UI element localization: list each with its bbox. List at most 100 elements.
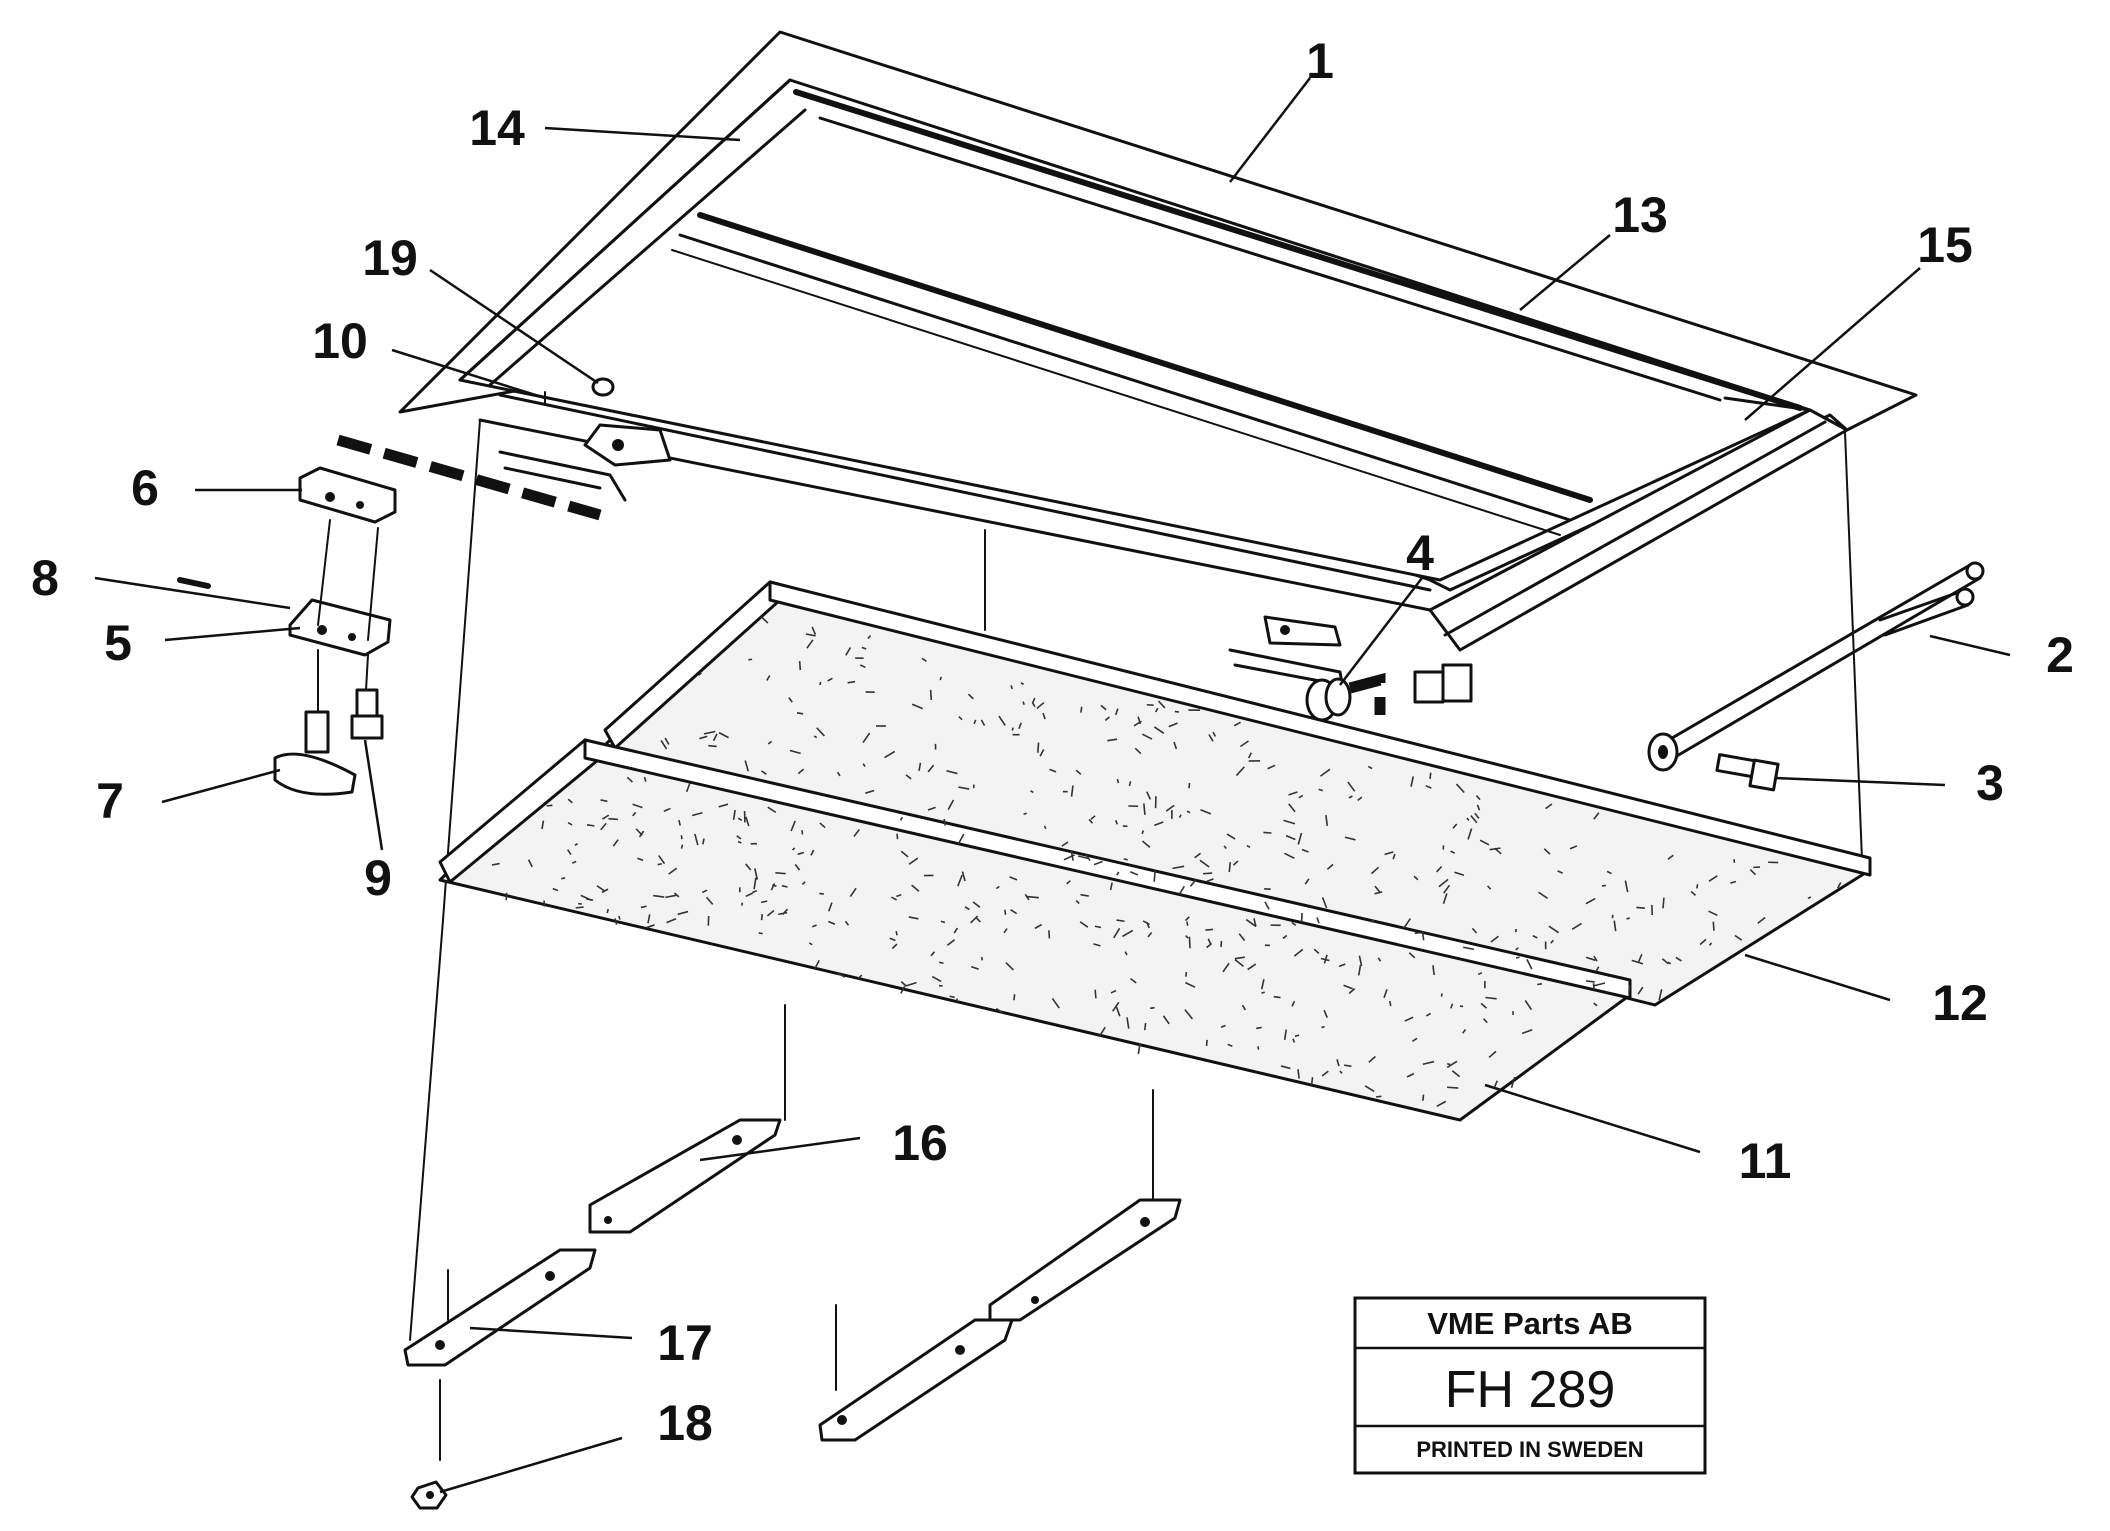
texture-fleck <box>666 918 677 924</box>
texture-fleck <box>1538 891 1549 900</box>
texture-fleck <box>958 786 970 790</box>
texture-fleck <box>1080 893 1089 897</box>
texture-fleck <box>1137 1042 1141 1055</box>
texture-fleck <box>698 672 702 676</box>
texture-fleck <box>1288 803 1296 813</box>
texture-fleck <box>1593 1002 1598 1007</box>
texture-fleck <box>1537 983 1543 986</box>
texture-fleck <box>1690 890 1697 896</box>
texture-fleck <box>1034 923 1043 930</box>
texture-fleck <box>943 818 946 826</box>
hinge-bracket-right <box>1228 615 1473 704</box>
texture-fleck <box>1447 1062 1451 1066</box>
texture-fleck <box>836 972 846 978</box>
texture-fleck <box>1075 769 1082 775</box>
texture-fleck <box>1114 708 1119 716</box>
texture-fleck <box>961 871 966 882</box>
texture-fleck <box>973 719 977 725</box>
texture-fleck <box>1569 845 1578 850</box>
texture-fleck <box>859 664 866 669</box>
texture-fleck <box>1585 956 1596 962</box>
texture-fleck <box>1063 854 1075 861</box>
texture-fleck <box>1234 959 1244 967</box>
texture-fleck <box>758 932 763 935</box>
texture-fleck <box>1220 1024 1226 1029</box>
callout-4: 4 <box>1406 525 1434 581</box>
texture-fleck <box>1662 897 1665 909</box>
texture-fleck <box>1141 830 1145 835</box>
texture-fleck <box>1143 1022 1147 1031</box>
texture-fleck <box>1347 781 1356 792</box>
texture-fleck <box>646 924 655 929</box>
texture-fleck <box>827 677 833 682</box>
leader-15 <box>1744 267 1921 421</box>
rail-right-upper <box>988 1198 1182 1322</box>
texture-fleck <box>1326 863 1334 870</box>
texture-fleck <box>626 776 634 783</box>
texture-fleck <box>1003 928 1008 934</box>
texture-fleck <box>1514 928 1518 933</box>
texture-fleck <box>1018 722 1022 730</box>
texture-fleck <box>635 828 643 836</box>
texture-fleck <box>767 740 773 745</box>
texture-fleck <box>1406 1072 1415 1078</box>
texture-fleck <box>1048 930 1051 939</box>
texture-fleck <box>814 959 820 969</box>
leader-11 <box>1484 1083 1701 1154</box>
texture-fleck <box>788 697 793 703</box>
texture-fleck <box>808 942 813 946</box>
texture-fleck <box>1194 852 1202 859</box>
texture-fleck <box>813 735 818 739</box>
texture-fleck <box>1411 1037 1418 1043</box>
texture-fleck <box>1162 1015 1170 1025</box>
texture-fleck <box>1293 948 1304 957</box>
texture-fleck <box>1116 871 1120 876</box>
texture-fleck <box>1186 810 1191 814</box>
leader-13 <box>1519 234 1611 311</box>
texture-fleck <box>1571 922 1582 930</box>
texture-fleck <box>1438 878 1449 888</box>
texture-fleck <box>1174 710 1180 713</box>
texture-fleck <box>1515 947 1519 951</box>
texture-fleck <box>753 877 757 890</box>
texture-fleck <box>905 774 912 780</box>
texture-fleck <box>1730 880 1737 884</box>
texture-fleck <box>1613 920 1617 932</box>
texture-fleck <box>1122 929 1134 938</box>
texture-fleck <box>1186 921 1189 926</box>
texture-fleck <box>664 737 670 745</box>
texture-fleck <box>614 918 618 925</box>
texture-fleck <box>1466 817 1470 821</box>
texture-fleck <box>775 872 786 875</box>
texture-fleck <box>1207 938 1212 945</box>
texture-fleck <box>1392 853 1396 860</box>
texture-fleck <box>1338 963 1346 968</box>
texture-fleck <box>949 995 955 999</box>
texture-fleck <box>1470 815 1478 824</box>
texture-fleck <box>601 888 609 894</box>
texture-fleck <box>566 849 572 855</box>
texture-fleck <box>732 809 736 821</box>
texture-fleck <box>691 811 703 817</box>
texture-fleck <box>1133 720 1142 727</box>
texture-fleck <box>1370 919 1375 923</box>
callout-19: 19 <box>362 230 418 286</box>
texture-fleck <box>1146 921 1150 929</box>
texture-fleck <box>1291 1000 1296 1007</box>
leader-2 <box>1929 634 2011 657</box>
texture-fleck <box>1675 956 1682 962</box>
texture-fleck <box>1515 956 1520 959</box>
texture-fleck <box>1178 885 1185 895</box>
texture-fleck <box>1425 1012 1432 1017</box>
texture-fleck <box>806 639 814 649</box>
texture-fleck <box>1023 812 1027 816</box>
texture-fleck <box>1442 893 1448 904</box>
texture-fleck <box>891 896 898 901</box>
texture-fleck <box>632 811 637 817</box>
texture-fleck <box>1550 939 1554 944</box>
texture-fleck <box>685 783 691 793</box>
texture-fleck <box>1357 796 1363 802</box>
texture-fleck <box>908 857 919 865</box>
texture-fleck <box>1146 791 1152 800</box>
